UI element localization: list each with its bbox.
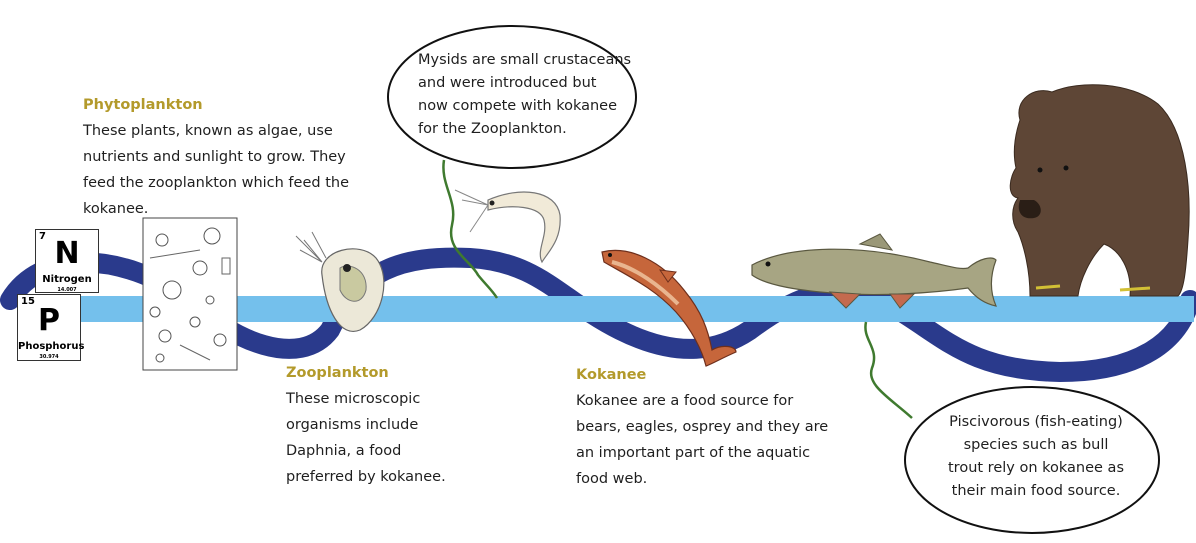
kokanee-line-3: an important part of the aquatic [576,445,811,461]
zooplankton-line-4: preferred by kokanee. [286,469,446,485]
phytoplankton-title: Phytoplankton [83,97,203,113]
mysid-illustration [454,189,561,264]
bear-illustration [1009,84,1190,297]
daphnia-illustration [295,231,385,332]
mysid-tether [442,159,499,299]
piscivorous-line-4: their main food source. [951,483,1121,499]
phytoplankton-line-1: These plants, known as algae, use [83,123,333,139]
phytoplankton-section: Phytoplankton These plants, known as alg… [83,92,349,222]
mysid-line-4: for the Zooplankton. [418,121,567,137]
mysid-bubble [387,25,637,169]
phytoplankton-line-4: kokanee. [83,201,149,217]
piscivorous-line-3: trout rely on kokanee as [948,460,1124,476]
nitrogen-name: Nitrogen [42,274,92,285]
phytoplankton-line-2: nutrients and sunlight to grow. They [83,149,346,165]
phosphorus-atomic-number: 15 [21,296,35,307]
mysid-bubble-text: Mysids are small crustaceans and were in… [418,49,631,141]
mysid-line-1: Mysids are small crustaceans [418,52,632,68]
mysid-line-3: now compete with kokanee [418,98,618,114]
phosphorus-element-tile: 15 P Phosphorus 30.974 [17,294,85,361]
zooplankton-line-2: organisms include [286,417,419,433]
kokanee-illustration [601,249,737,367]
kokanee-line-1: Kokanee are a food source for [576,393,794,409]
bull-trout-illustration [751,233,998,309]
piscivorous-line-1: Piscivorous (fish-eating) [949,414,1123,430]
zooplankton-title: Zooplankton [286,365,389,381]
piscivorous-bubble [904,386,1160,534]
kokanee-title: Kokanee [576,367,647,383]
kokanee-line-2: bears, eagles, osprey and they are [576,419,829,435]
algae-illustration [142,217,238,371]
zooplankton-line-3: Daphnia, a food [286,443,402,459]
nitrogen-symbol: N [54,236,80,271]
nitrogen-mass: 14.007 [57,287,77,293]
piscivorous-bubble-text: Piscivorous (fish-eating) species such a… [948,411,1124,503]
phosphorus-name: Phosphorus [18,341,85,352]
nitrogen-atomic-number: 7 [39,231,46,242]
phytoplankton-line-3: feed the zooplankton which feed the [83,175,349,191]
zooplankton-line-1: These microscopic [286,391,421,407]
kokanee-section: Kokanee Kokanee are a food source for be… [576,362,828,492]
zooplankton-section: Zooplankton These microscopic organisms … [286,360,446,490]
nitrogen-element-tile: 7 N Nitrogen 14.007 [35,229,99,293]
phosphorus-mass: 30.974 [39,354,59,360]
piscivorous-line-2: species such as bull [963,437,1109,453]
mysid-line-2: and were introduced but [418,75,597,91]
phosphorus-symbol: P [38,303,60,338]
kokanee-line-4: food web. [576,471,648,487]
trout-tether [864,321,913,419]
